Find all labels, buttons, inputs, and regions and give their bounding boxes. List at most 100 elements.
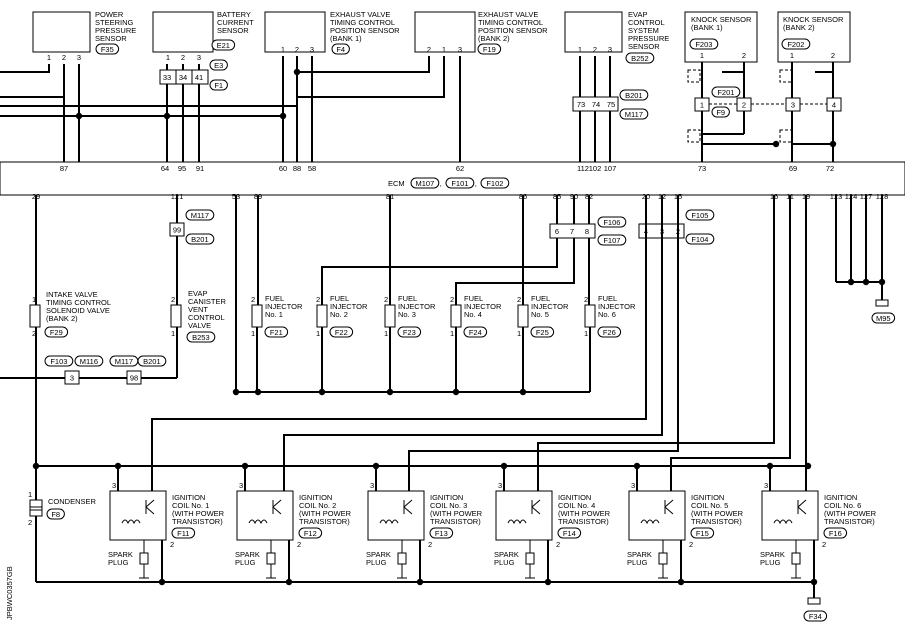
wire [297,56,430,73]
coil-winding [773,519,793,525]
fuel-injector-4-connector-badge [463,326,488,338]
f201-connector: F201 [717,88,734,97]
f104-connector: F104 [691,235,708,244]
spark-plug-3 [397,552,407,565]
fuel-injector-5-connector: F25 [536,328,549,337]
pin-number: 3 [608,45,612,54]
ecm-top-pin: 72 [826,164,834,173]
ecm-connector-badge [410,177,440,189]
pin-number: 2 [181,53,185,62]
ignition-coil-5 [628,490,686,541]
evc2-junction-box [126,370,142,385]
exhaust-valve-bank1-sensor [264,11,326,53]
wire [321,195,558,305]
fuel-injector-3-connector: F23 [403,328,416,337]
ignition-coil-2-connector: F12 [304,529,317,538]
pin-number: 2 [428,540,432,549]
junction-dot [862,278,870,286]
wire [815,62,834,73]
knock-bank2-pin4-label: 4 [832,101,836,110]
pin-number: 3 [458,45,462,54]
wire [151,195,647,491]
junction-pin: 74 [592,100,600,109]
knock-bank1-pin1-label: 1 [700,101,704,110]
ignition-coil-6-connector-badge [823,527,848,539]
junction-dot [829,140,837,148]
junction-dot [372,462,380,470]
f105-connector: F105 [691,211,708,220]
ecm-top-pin: 107 [604,164,617,173]
b201-connector-badge [619,89,649,101]
wire [0,64,65,98]
ground-symbol [807,597,821,605]
pin-number: 3 [764,481,768,490]
knock-sensor-bank2 [777,11,851,63]
evap-canister-connector: B253 [192,333,210,342]
junction-dot [386,388,394,396]
ecm-connector-label: M107 [416,179,435,188]
battery-sensor-connector-badge [211,39,236,51]
knock-sensor-bank2-name: KNOCK SENSOR(BANK 2) [783,15,844,32]
battery-sensor-connector: E21 [217,41,230,50]
evap-pressure-sensor [564,11,623,53]
junction-dot [163,112,171,120]
pin-number: 2 [822,540,826,549]
f1-connector: F1 [214,81,223,90]
transistor-symbol [531,499,541,515]
ignition-coil-3-connector-badge [429,527,454,539]
ecm-connector-label: F101 [451,179,468,188]
condenser-connector-badge [46,508,65,520]
pin-number: 2 [62,53,66,62]
intake-valve-connector: F29 [50,328,63,337]
m117-connector-2: M117 [191,211,209,220]
b201-connector: B201 [625,91,643,100]
pin-number: 3 [77,53,81,62]
pin-number: 2 [295,45,299,54]
intake-valve-connector-badge [44,326,69,338]
wire [455,195,575,305]
ignition-coil-1-connector: F11 [177,529,189,538]
ignition-coil-5-connector-badge [690,527,715,539]
knock-sensor-bank2-connector: F202 [787,40,804,49]
fuel-injector-4-connector: F24 [469,328,482,337]
pin-number: 3 [310,45,314,54]
ecm-connector-label: F102 [486,179,503,188]
battery-junction [159,69,209,85]
pin-number: 2 [593,45,597,54]
pin-number: 1 [166,53,170,62]
m95-connector-badge [871,312,896,324]
ecm-label: ECM [388,179,405,188]
pin-number: 3 [112,481,116,490]
fuel-injector-4-coil [450,304,462,328]
fuel-injector-6-coil [584,304,596,328]
pin-number: 2 [584,295,588,304]
power-steering-connector-badge [95,43,120,55]
m95-connector: M95 [876,314,891,323]
ecm-top-pin: 88 [293,164,301,173]
pin-number: 1 [442,45,446,54]
ecm-top-pin: 62 [456,164,464,173]
junction-pin: 34 [179,73,187,82]
pin-number: 1 [578,45,582,54]
junction-dot [519,388,527,396]
battery-current-sensor [152,11,214,53]
junction-pin: 75 [607,100,615,109]
pin-number: 1 [517,329,521,338]
ecm-top-pin: 69 [789,164,797,173]
ivt-junction-box [64,370,80,385]
ecm-connector-badge [445,177,475,189]
f34-connector-badge [803,610,828,622]
ignition-coil-4-connector: F14 [563,529,576,538]
wire [0,64,50,73]
f106-connector: F106 [603,218,620,227]
fuel-injector-6-connector: F26 [603,328,616,337]
evc2-junction-label: 98 [130,374,138,383]
